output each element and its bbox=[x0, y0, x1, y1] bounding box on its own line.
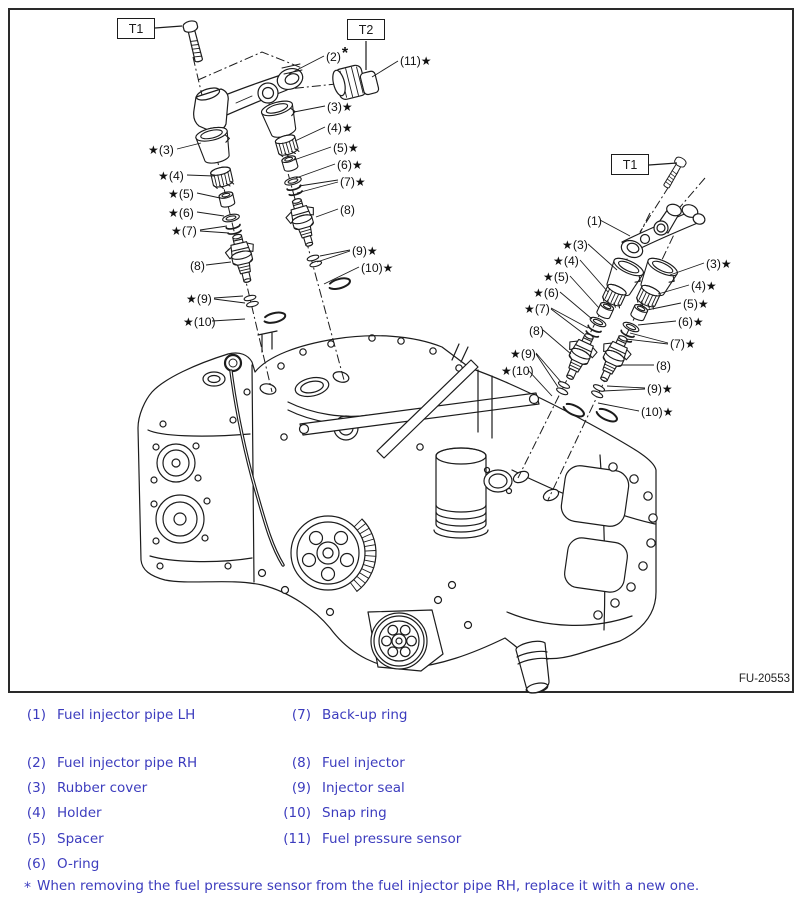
part-callout: ★(6) bbox=[168, 206, 194, 220]
replace-asterisk: * bbox=[341, 45, 349, 62]
part-callout: (6)★ bbox=[678, 315, 704, 329]
part-callout: ★(9) bbox=[186, 292, 212, 306]
footnote-text: When removing the fuel pressure sensor f… bbox=[37, 878, 700, 894]
legend-item-6: (6)O-ring bbox=[26, 856, 100, 872]
part-callout: (7)★ bbox=[340, 175, 366, 189]
part-callout: (5)★ bbox=[333, 141, 359, 155]
fuel-injector-pipe-rh-art bbox=[193, 63, 304, 132]
legend-item-3: (3)Rubber cover bbox=[26, 780, 148, 796]
part-callout: (10)★ bbox=[641, 405, 674, 419]
part-callout: (7)★ bbox=[670, 337, 696, 351]
legend-item-7: (7)Back-up ring bbox=[291, 707, 408, 723]
part-callout: (8) bbox=[340, 203, 355, 217]
part-callout: (9)★ bbox=[352, 244, 378, 258]
part-callout: (4)★ bbox=[691, 279, 717, 293]
part-callout: ★(4) bbox=[158, 169, 184, 183]
figure-code: FU-20553 bbox=[738, 673, 790, 685]
part-callout: (3)★ bbox=[327, 100, 353, 114]
legend-item-11: (11)Fuel pressure sensor bbox=[283, 831, 462, 847]
legend-item-1: (1)Fuel injector pipe LH bbox=[26, 707, 196, 723]
legend-item-9: (9)Injector seal bbox=[291, 780, 405, 796]
part-callout: ★(6) bbox=[533, 286, 559, 300]
part-callout: ★(3) bbox=[148, 143, 174, 157]
legend-item-8: (8)Fuel injector bbox=[291, 755, 405, 771]
part-callout: ★(9) bbox=[510, 347, 536, 361]
part-callout: (4)★ bbox=[327, 121, 353, 135]
part-callout: (8) bbox=[529, 324, 544, 338]
part-callout: (6)★ bbox=[337, 158, 363, 172]
legend-item-4: (4)Holder bbox=[26, 805, 102, 821]
part-callout: (8) bbox=[656, 359, 671, 373]
tool-label: T2 bbox=[358, 22, 374, 37]
part-callout: (11)★ bbox=[400, 54, 432, 68]
part-callout: (1) bbox=[587, 214, 602, 228]
part-callout: ★(4) bbox=[553, 254, 579, 268]
part-callout: ★(7) bbox=[171, 224, 197, 238]
part-callout: ★(5) bbox=[543, 270, 569, 284]
tool-label: T1 bbox=[622, 157, 638, 172]
legend-item-5: (5)Spacer bbox=[26, 831, 104, 847]
part-callout: ★(10) bbox=[501, 364, 534, 378]
tool-callout-t1-right: T1 bbox=[611, 154, 649, 175]
fuel-pressure-sensor-art bbox=[332, 64, 380, 100]
part-callout: (9)★ bbox=[647, 382, 673, 396]
part-callout: (10)★ bbox=[361, 261, 394, 275]
engine-block-art bbox=[137, 330, 658, 694]
callout-leader-lines bbox=[154, 25, 705, 412]
part-callout: (5)★ bbox=[683, 297, 709, 311]
part-callout: (3)★ bbox=[706, 257, 732, 271]
legend-item-2: (2)Fuel injector pipe RH bbox=[26, 755, 198, 771]
tool-callout-t2: T2 bbox=[347, 19, 385, 40]
part-callout: ★(7) bbox=[524, 302, 550, 316]
fuel-injector-pipe-lh-art bbox=[620, 203, 706, 259]
legend-item-10: (10)Snap ring bbox=[283, 805, 387, 821]
pipe-bolt-left-art bbox=[181, 19, 207, 64]
part-callout: ★(10) bbox=[183, 315, 216, 329]
pipe-bolt-right-art bbox=[660, 155, 688, 191]
tool-callout-t1-left: T1 bbox=[117, 18, 155, 39]
part-callout: ★(3) bbox=[562, 238, 588, 252]
footnote-asterisk: * bbox=[24, 880, 31, 896]
callout-pipe-rh: (2)* bbox=[326, 45, 349, 64]
part-callout: (8) bbox=[190, 259, 205, 273]
part-callout: ★(5) bbox=[168, 187, 194, 201]
tool-label: T1 bbox=[128, 21, 144, 36]
footnote: * When removing the fuel pressure sensor … bbox=[24, 878, 700, 896]
